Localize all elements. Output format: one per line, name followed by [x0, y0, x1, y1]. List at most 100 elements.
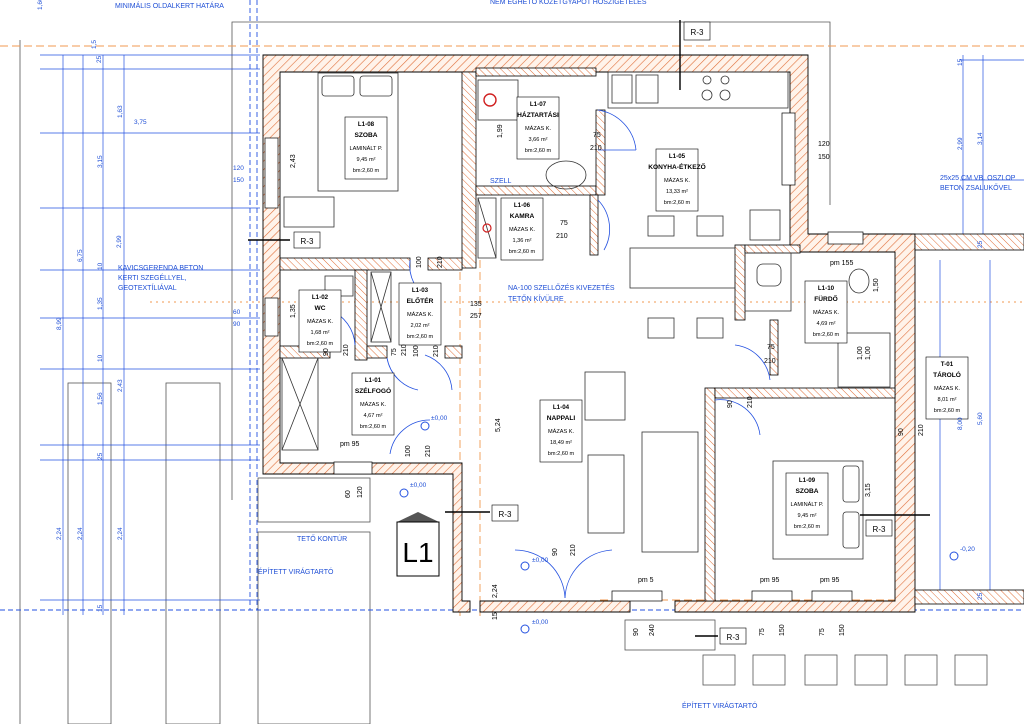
- room-text: 2,02 m²: [411, 323, 430, 329]
- room-text: KAMRA: [510, 213, 535, 220]
- opening-dimension: 135: [470, 301, 482, 308]
- dimension-text: 15: [957, 58, 964, 66]
- dimension-text: 25: [96, 55, 103, 63]
- dimension-text: 1,56: [97, 392, 104, 405]
- dimension-text: 25: [97, 452, 104, 460]
- opening-dimension: 75: [819, 628, 826, 636]
- room-text: bm:2,60 m: [307, 341, 334, 347]
- dimension-text: 2,99: [957, 137, 964, 150]
- windows: [264, 112, 864, 602]
- section-marker: R-3: [499, 510, 512, 519]
- room-text: MÁZAS K.: [664, 177, 691, 184]
- apartment-id: L1: [402, 537, 433, 568]
- room-text: FÜRDŐ: [814, 294, 837, 303]
- room-text: ELŐTÉR: [407, 296, 434, 305]
- opening-dimension: 15: [492, 612, 499, 620]
- opening-dimension: 1,00: [865, 346, 872, 360]
- room-text: MÁZAS K.: [525, 125, 552, 132]
- room-text: MÁZAS K.: [548, 428, 575, 435]
- opening-dimension: 1,35: [290, 304, 297, 318]
- dimension-text: 90: [233, 321, 241, 328]
- opening-dimension: 210: [590, 145, 602, 152]
- room-text: bm:2,60 m: [525, 148, 552, 154]
- inner-walls: [279, 67, 1024, 605]
- dimension-text: 1,35: [97, 297, 104, 310]
- opening-dimension: 240: [649, 624, 656, 636]
- room-text: 4,69 m²: [817, 321, 836, 327]
- room-text: TÁROLÓ: [933, 370, 961, 379]
- dimension-text: 2,24: [77, 527, 84, 540]
- room-text: LAMINÁLT P.: [350, 145, 383, 152]
- section-markers: [248, 20, 930, 645]
- room-text: L1-05: [669, 153, 686, 160]
- opening-dimension: 210: [747, 396, 754, 408]
- dimension-text: 8,99: [56, 317, 63, 330]
- dimension-text: 1,5: [91, 40, 98, 49]
- opening-dimension: 210: [343, 344, 350, 356]
- fixtures: [281, 71, 891, 560]
- room-text: L1-04: [553, 404, 570, 411]
- room-text: bm:2,60 m: [407, 334, 434, 340]
- section-marker: R-3: [691, 28, 704, 37]
- room-text: L1-08: [358, 121, 375, 128]
- room-text: L1-09: [799, 477, 816, 484]
- note-roof-contour: TETŐ KONTÚR: [297, 534, 347, 543]
- opening-dimension: 1,50: [873, 278, 880, 292]
- opening-dimension: 90: [727, 400, 734, 408]
- room-text: L1-03: [412, 287, 429, 294]
- room-text: bm:2,60 m: [509, 249, 536, 255]
- note-gravel-beam: KAVICSGERENDA BETON: [118, 265, 203, 272]
- opening-dimension: 120: [818, 141, 830, 148]
- note-ventilation: TETŐN KÍVÜLRE: [508, 294, 564, 303]
- opening-dimension: 100: [413, 345, 420, 357]
- room-text: T-01: [941, 361, 954, 368]
- opening-dimension: 210: [433, 345, 440, 357]
- opening-dimension: 1,00: [857, 346, 864, 360]
- room-text: bm:2,60 m: [353, 168, 380, 174]
- opening-dimension: 1,99: [497, 124, 504, 138]
- room-text: bm:2,60 m: [813, 332, 840, 338]
- note-szell: SZELL: [490, 178, 512, 185]
- room-text: 9,45 m²: [798, 513, 817, 519]
- room-text: 13,33 m²: [666, 189, 688, 195]
- opening-dimension: 90: [323, 348, 330, 356]
- dimension-text: 3,75: [134, 119, 147, 126]
- dimension-text: 3,15: [97, 155, 104, 168]
- level-label: ±0,00: [410, 482, 427, 489]
- opening-dimension: pm 5: [638, 577, 654, 584]
- section-marker: R-3: [727, 633, 740, 642]
- opening-dimension: 150: [818, 154, 830, 161]
- opening-dimension: 210: [556, 233, 568, 240]
- opening-dimension: 2,24: [492, 584, 499, 598]
- opening-dimension: 120: [357, 486, 364, 498]
- room-text: KONYHA-ÉTKEZŐ: [648, 162, 706, 171]
- room-text: LAMINÁLT P.: [791, 501, 824, 508]
- section-marker: R-3: [301, 237, 314, 246]
- dimension-text: 150: [233, 177, 244, 184]
- room-text: 1,68 m²: [311, 330, 330, 336]
- dimension-text: 10: [97, 262, 104, 270]
- room-text: 8,01 m²: [938, 397, 957, 403]
- dimension-text: 6,75: [77, 249, 84, 262]
- note-gravel-beam: GEOTEXTÍLIÁVAL: [118, 283, 177, 292]
- level-label: ±0,00: [532, 557, 549, 564]
- room-text: 4,67 m²: [364, 413, 383, 419]
- room-text: L1-06: [514, 202, 531, 209]
- note-ventilation: NA-100 SZELLŐZÉS KIVEZETÉS: [508, 283, 615, 292]
- opening-dimension: pm 95: [820, 577, 840, 584]
- room-text: MÁZAS K.: [307, 318, 334, 325]
- room-text: MÁZAS K.: [360, 401, 387, 408]
